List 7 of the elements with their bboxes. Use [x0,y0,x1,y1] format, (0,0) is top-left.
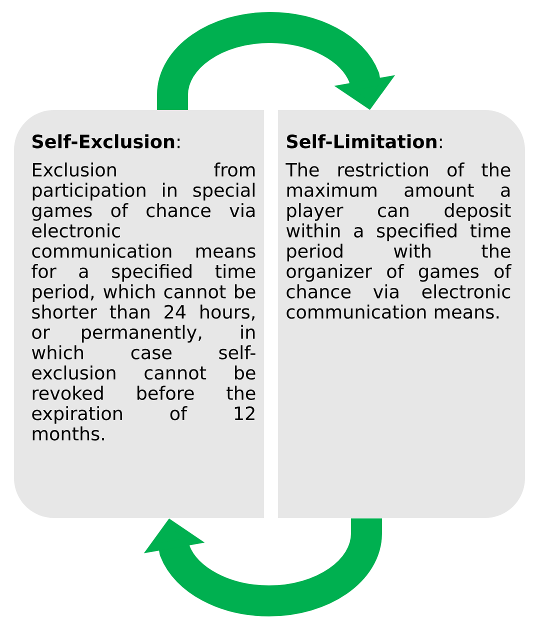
heading: Self-Limitation: [287,134,442,148]
curved-arrow [157,12,396,110]
text-panel [14,110,264,518]
text-panel [278,110,525,518]
body-text: The restriction of the maximum amount a player can deposit within a specified time period with the organizer of games of chance via electronic communication means. [286,162,512,319]
heading: Self-Exclusion: [32,134,180,148]
body-text: Exclusion from participation in special games of chance via electronic communication means for a specified time period, which cannot be shorter than 24 hours, or permanently, in which case self-exclusion cannot be revoked before the expiration of 12 months. [32,162,256,441]
